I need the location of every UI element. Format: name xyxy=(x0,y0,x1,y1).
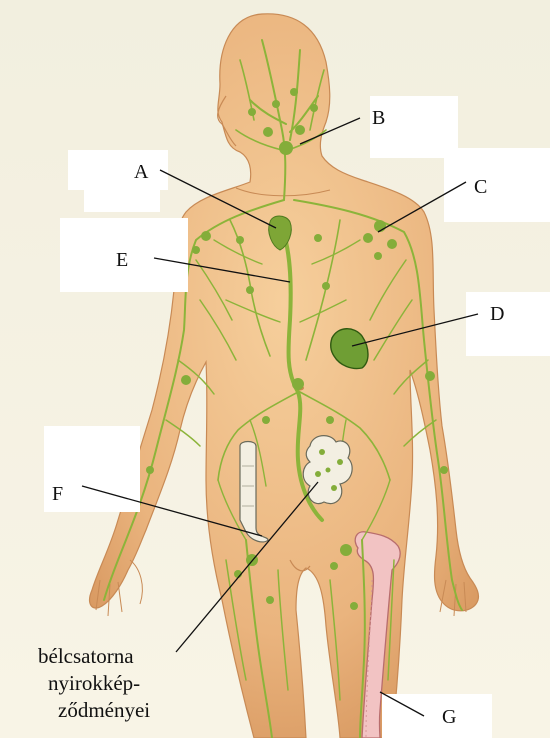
caption-line-3: ződményei xyxy=(58,698,150,722)
label-b: B xyxy=(372,107,385,129)
caption-line-2: nyirokkép- xyxy=(48,671,140,695)
label-c: C xyxy=(474,176,487,198)
label-d: D xyxy=(490,303,504,325)
label-g: G xyxy=(442,706,456,728)
label-a: A xyxy=(134,161,149,183)
label-e: E xyxy=(116,249,128,271)
caption-line-1: bélcsatorna xyxy=(38,644,134,668)
label-f: F xyxy=(52,483,63,505)
